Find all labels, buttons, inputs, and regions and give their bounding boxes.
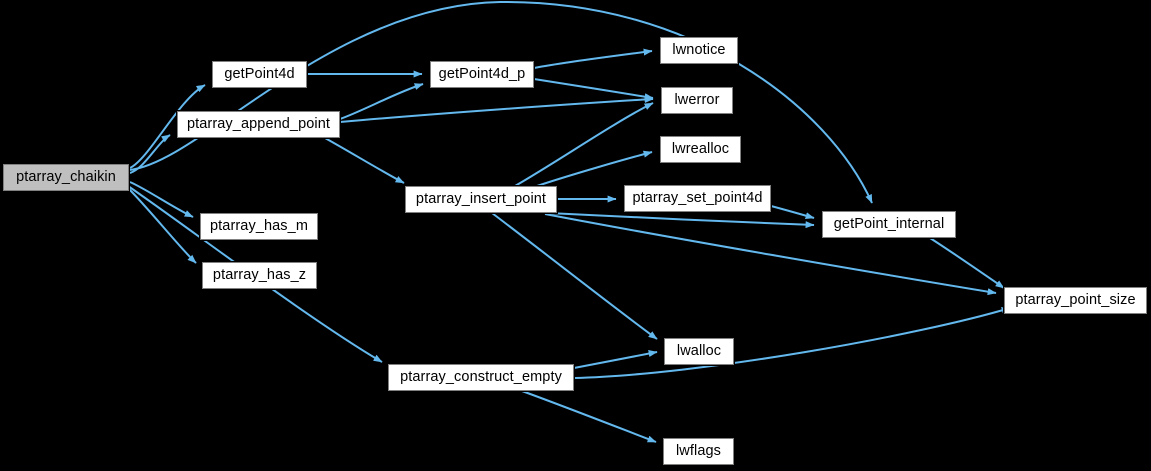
edge-getPoint_internal-to-ptarray_point_size <box>929 237 1005 289</box>
node-ptarray_has_z[interactable]: ptarray_has_z <box>201 261 318 290</box>
node-ptarray_set_point4d[interactable]: ptarray_set_point4d <box>623 184 772 213</box>
node-ptarray_append_point[interactable]: ptarray_append_point <box>176 110 341 139</box>
node-lwnotice[interactable]: lwnotice <box>659 36 739 65</box>
edge-getPoint4d_p-to-lwnotice <box>533 48 653 69</box>
node-ptarray_insert_point[interactable]: ptarray_insert_point <box>404 185 558 214</box>
edge-ptarray_append_point-to-ptarray_insert_point <box>324 137 405 184</box>
node-ptarray_construct_empty[interactable]: ptarray_construct_empty <box>387 363 575 392</box>
edge-ptarray_chaikin-to-ptarray_has_z <box>127 187 197 264</box>
edge-ptarray_chaikin-to-getPoint_internal <box>128 0 873 204</box>
node-ptarray_has_m[interactable]: ptarray_has_m <box>199 212 319 241</box>
node-lwalloc[interactable]: lwalloc <box>663 337 735 366</box>
edge-ptarray_construct_empty-to-ptarray_point_size <box>573 307 1011 379</box>
node-getPoint4d[interactable]: getPoint4d <box>211 60 308 89</box>
edge-ptarray_chaikin-to-ptarray_has_m <box>129 181 194 218</box>
node-getPoint_internal[interactable]: getPoint_internal <box>821 210 957 239</box>
edge-ptarray_construct_empty-to-lwflags <box>521 390 657 443</box>
edge-getPoint4d_p-to-lwerror <box>533 78 654 101</box>
edge-ptarray_construct_empty-to-lwalloc <box>573 350 658 369</box>
edge-ptarray_append_point-to-getPoint4d_p <box>339 83 424 120</box>
node-ptarray_point_size[interactable]: ptarray_point_size <box>1003 286 1148 315</box>
node-lwrealloc[interactable]: lwrealloc <box>659 135 742 164</box>
edge-ptarray_append_point-to-lwerror <box>339 96 654 123</box>
edge-ptarray_insert_point-to-getPoint_internal <box>547 212 815 229</box>
edge-ptarray_insert_point-to-ptarray_point_size <box>544 213 997 296</box>
node-lwerror[interactable]: lwerror <box>660 86 734 115</box>
edge-ptarray_chaikin-to-ptarray_append_point <box>129 134 171 174</box>
node-ptarray_chaikin[interactable]: ptarray_chaikin <box>2 163 130 192</box>
edge-ptarray_insert_point-to-lwerror <box>514 102 654 187</box>
edge-ptarray_set_point4d-to-getPoint_internal <box>770 205 815 220</box>
node-lwflags[interactable]: lwflags <box>662 437 735 466</box>
edge-ptarray_insert_point-to-lwrealloc <box>536 150 653 187</box>
edge-ptarray_insert_point-to-lwalloc <box>491 212 658 340</box>
node-getPoint4d_p[interactable]: getPoint4d_p <box>429 60 535 89</box>
edge-ptarray_chaikin-to-getPoint4d <box>129 84 206 169</box>
